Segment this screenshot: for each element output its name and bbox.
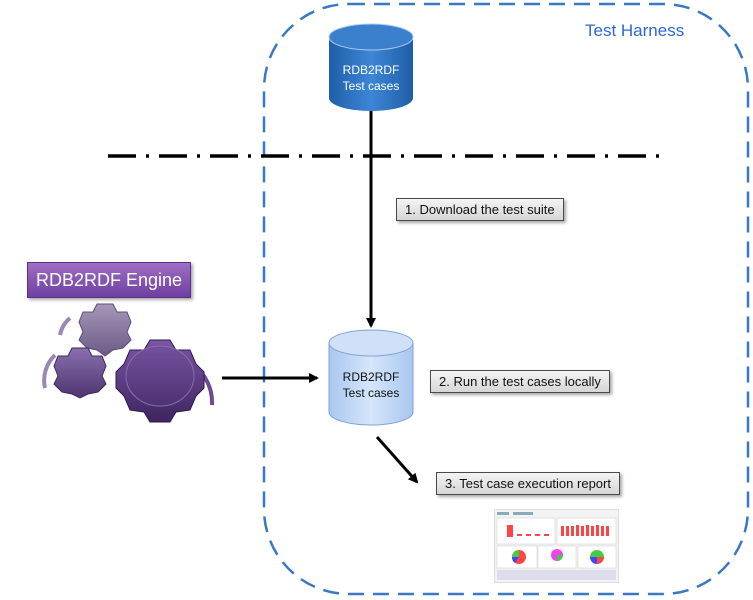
test-harness-title: Test Harness xyxy=(585,21,685,40)
remote-db-label-line2: Test cases xyxy=(342,79,400,93)
local-db-label-line2: Test cases xyxy=(342,386,400,400)
thumb-bar xyxy=(517,534,522,536)
dashboard-report-thumbnail xyxy=(494,509,619,583)
thumb-filter-1 xyxy=(497,512,509,515)
local-db-label: RDB2RDF Test cases xyxy=(329,369,413,401)
remote-test-cases-db-icon xyxy=(328,23,414,111)
local-test-cases-db-icon xyxy=(328,329,414,426)
local-db-label-line1: RDB2RDF xyxy=(342,370,400,384)
remote-db-label-line1: RDB2RDF xyxy=(342,63,400,77)
report-arrow xyxy=(375,436,419,484)
thumb-bar xyxy=(526,534,531,536)
step-2-label: 2. Run the test cases locally xyxy=(430,370,610,393)
thumb-tables xyxy=(497,570,616,580)
thumb-bar xyxy=(507,525,513,537)
thumb-filter-2 xyxy=(513,512,533,515)
report-thumbnail-graphic xyxy=(496,512,617,580)
engine-label: RDB2RDF Engine xyxy=(27,262,191,298)
thumb-period-bars xyxy=(561,525,609,536)
gears-icon xyxy=(42,303,215,423)
thumb-panel-top-countries xyxy=(496,517,556,545)
step-1-label: 1. Download the test suite xyxy=(396,198,564,221)
thumb-bar xyxy=(544,534,549,536)
test-harness-boundary xyxy=(262,2,750,596)
remote-db-label: RDB2RDF Test cases xyxy=(329,62,413,94)
step-3-label: 3. Test case execution report xyxy=(436,472,620,495)
thumb-bar xyxy=(535,534,540,536)
